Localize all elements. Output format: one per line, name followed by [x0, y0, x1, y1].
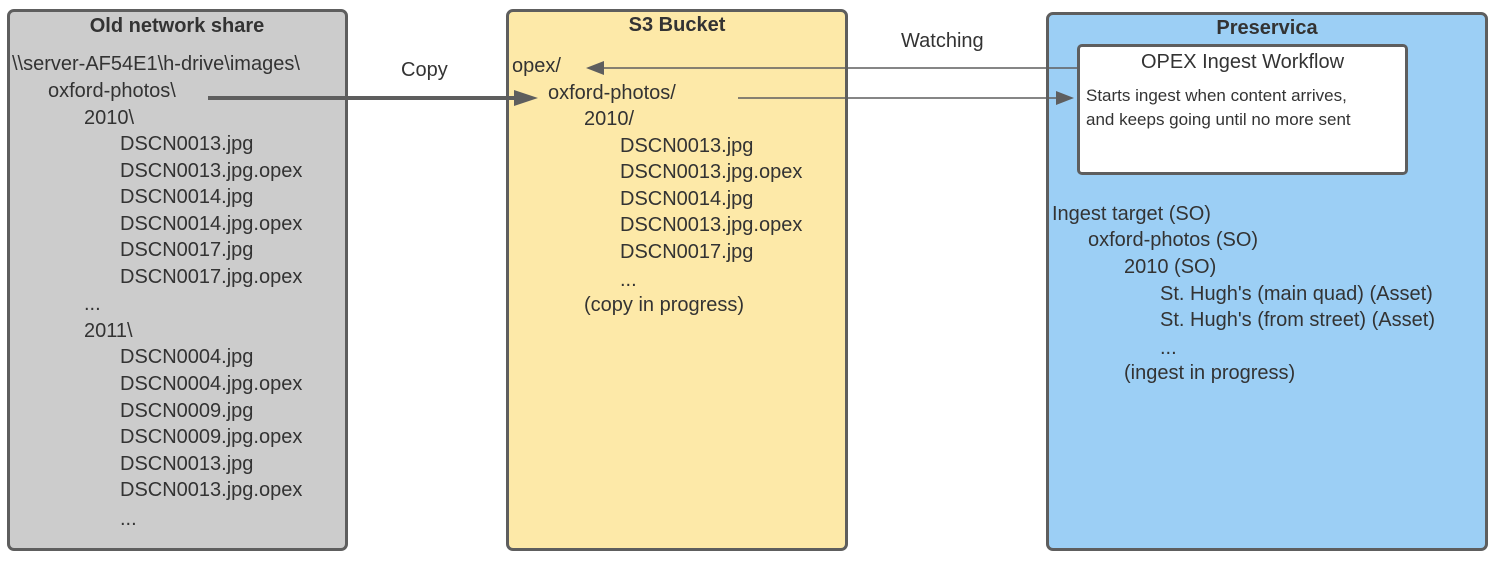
old-share-file: DSCN0013.jpg.opex	[120, 479, 303, 501]
workflow-title: OPEX Ingest Workflow	[1140, 51, 1345, 73]
s3-bucket-title: S3 Bucket	[628, 14, 726, 36]
s3-folder-2010: 2010/	[584, 108, 635, 130]
watching-label: Watching	[901, 30, 984, 52]
old-share-file: DSCN0014.jpg	[120, 186, 254, 208]
old-share-folder-2010: 2010\	[84, 107, 135, 129]
old-share-root-path: \\server-AF54E1\h-drive\images\	[12, 53, 300, 75]
s3-file: DSCN0014.jpg	[620, 188, 754, 210]
s3-ellipsis: ...	[620, 269, 637, 291]
opex-ingest-workflow-box: OPEX Ingest Workflow Starts ingest when …	[1077, 44, 1408, 175]
s3-file: DSCN0013.jpg	[620, 135, 754, 157]
old-network-share-title: Old network share	[89, 15, 265, 37]
preservica-title: Preservica	[1216, 17, 1318, 39]
old-share-file: DSCN0004.jpg	[120, 346, 254, 368]
preservica-so-2010: 2010 (SO)	[1124, 256, 1217, 278]
old-share-file: DSCN0009.jpg	[120, 400, 254, 422]
s3-file: DSCN0017.jpg	[620, 241, 754, 263]
watching-arrow	[586, 61, 1077, 75]
old-share-ellipsis: ...	[120, 508, 137, 530]
preservica-asset: St. Hugh's (from street) (Asset)	[1160, 309, 1435, 331]
s3-bucket-panel	[506, 9, 848, 551]
old-share-folder-oxford-photos: oxford-photos\	[48, 80, 176, 102]
preservica-asset: St. Hugh's (main quad) (Asset)	[1160, 283, 1433, 305]
copy-label: Copy	[401, 59, 448, 81]
ingest-arrow	[738, 91, 1074, 105]
preservica-ingest-status: (ingest in progress)	[1124, 362, 1296, 384]
old-share-file: DSCN0013.jpg.opex	[120, 160, 303, 182]
s3-folder-opex: opex/	[512, 55, 561, 77]
preservica-so-oxford-photos: oxford-photos (SO)	[1088, 229, 1259, 251]
copy-arrow	[208, 90, 538, 106]
preservica-ellipsis: ...	[1160, 337, 1177, 359]
old-share-file: DSCN0009.jpg.opex	[120, 426, 303, 448]
s3-copy-status: (copy in progress)	[584, 294, 745, 316]
old-share-folder-2011: 2011\	[84, 320, 133, 342]
old-share-file: DSCN0004.jpg.opex	[120, 373, 303, 395]
old-share-file: DSCN0017.jpg.opex	[120, 266, 303, 288]
workflow-description-line: and keeps going until no more sent	[1086, 110, 1351, 129]
workflow-description-line: Starts ingest when content arrives,	[1086, 86, 1347, 105]
s3-file: DSCN0013.jpg.opex	[620, 214, 803, 236]
workflow-description: Starts ingest when content arrives, and …	[1086, 84, 1404, 132]
old-share-file: DSCN0017.jpg	[120, 239, 254, 261]
old-share-file: DSCN0014.jpg.opex	[120, 213, 303, 235]
old-share-ellipsis: ...	[84, 293, 101, 315]
s3-file: DSCN0013.jpg.opex	[620, 161, 803, 183]
preservica-ingest-target: Ingest target (SO)	[1052, 203, 1211, 225]
s3-folder-oxford-photos: oxford-photos/	[548, 82, 676, 104]
old-share-file: DSCN0013.jpg	[120, 453, 254, 475]
old-share-file: DSCN0013.jpg	[120, 133, 254, 155]
